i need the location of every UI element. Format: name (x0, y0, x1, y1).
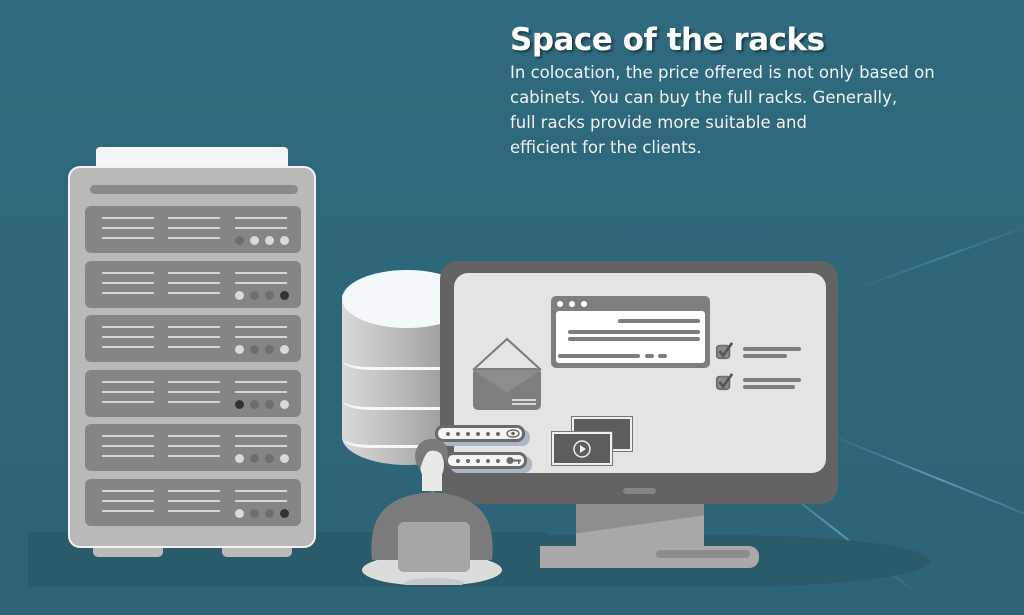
status-led (280, 399, 289, 409)
password-field-icon (445, 452, 527, 469)
video-player-icon (551, 431, 613, 466)
light-streak (849, 221, 1024, 292)
status-led (280, 454, 289, 463)
description-line: full racks provide more suitable and (510, 113, 807, 132)
browser-window-icon (551, 296, 710, 368)
status-led (280, 290, 289, 300)
server-rack-icon (68, 166, 316, 548)
status-led (280, 236, 289, 245)
light-streak (819, 430, 1024, 530)
status-led (280, 345, 289, 354)
status-led (265, 454, 274, 463)
envelope-icon (472, 337, 542, 410)
status-led (250, 399, 259, 409)
status-led (265, 508, 274, 518)
monitor-power-button (623, 488, 656, 494)
monitor-base-slot (656, 550, 750, 558)
rack-unit (85, 369, 301, 417)
rack-unit (85, 260, 301, 308)
checklist-line (743, 385, 795, 389)
status-led (250, 345, 259, 354)
status-led (250, 236, 259, 245)
status-led (235, 345, 244, 354)
description-paragraph: In colocation, the price offered is not … (510, 60, 935, 160)
page-title: Space of the racks (510, 22, 825, 58)
status-led (265, 290, 274, 300)
status-led (235, 454, 244, 463)
status-led (280, 508, 289, 518)
description-line: cabinets. You can buy the full racks. Ge… (510, 88, 898, 107)
checklist-line (743, 354, 787, 358)
status-led (235, 399, 244, 409)
status-led (265, 345, 274, 354)
eye-icon (506, 429, 520, 438)
status-led (235, 236, 244, 245)
rack-vent-bar (90, 185, 298, 194)
checklist-line (743, 378, 801, 382)
status-led (235, 508, 244, 518)
password-field-icon (435, 425, 525, 442)
status-led (250, 508, 259, 518)
checkbox-icon (715, 342, 733, 360)
checklist-line (743, 347, 801, 351)
status-led (265, 399, 274, 409)
status-led (250, 290, 259, 300)
status-led (250, 454, 259, 463)
description-line: efficient for the clients. (510, 138, 702, 157)
description-line: In colocation, the price offered is not … (510, 63, 935, 82)
person-with-laptop-icon (362, 438, 502, 585)
checkbox-icon (715, 373, 733, 391)
monitor-stand (576, 504, 704, 546)
key-icon (506, 457, 521, 464)
status-led (235, 290, 244, 300)
rack-unit (85, 315, 301, 362)
status-led (265, 236, 274, 245)
rack-unit (85, 478, 301, 526)
rack-unit (85, 206, 301, 253)
rack-unit (85, 424, 301, 471)
